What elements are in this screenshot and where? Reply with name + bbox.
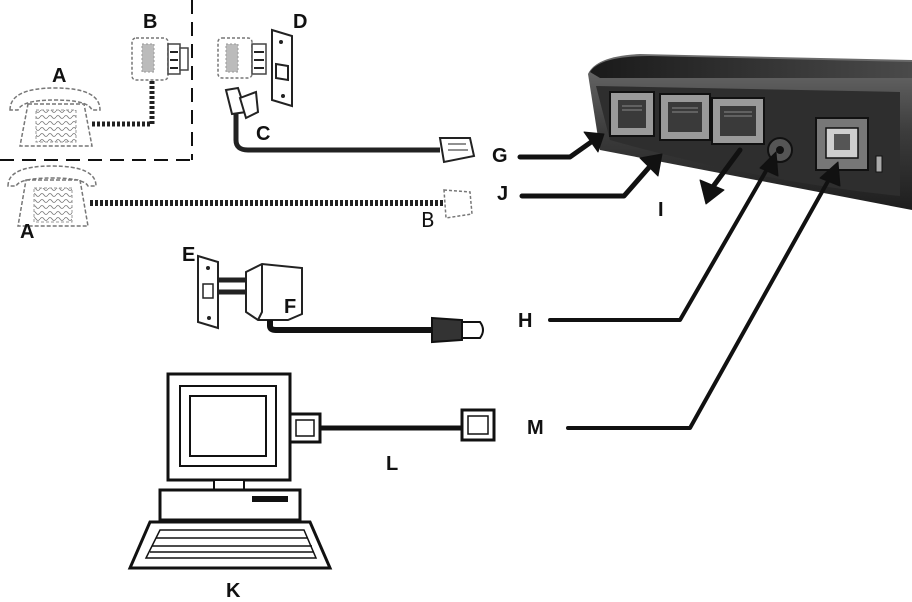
label-d: D — [293, 11, 308, 33]
desktop-computer-icon — [127, 372, 333, 570]
label-m: M — [527, 417, 544, 439]
label-h: H — [518, 310, 533, 332]
phone-port-aux — [711, 97, 765, 145]
label-b-top: B — [143, 11, 158, 33]
phone-plug-adapter-icon — [443, 189, 473, 219]
leader-lines — [517, 131, 841, 430]
modem-rear-panel — [588, 54, 912, 210]
power-adapter-icon — [197, 254, 484, 344]
label-b-bottom: B — [421, 208, 435, 232]
telephone-icon — [9, 87, 101, 147]
label-k: K — [226, 580, 241, 602]
label-a-bottom: A — [20, 221, 35, 243]
label-f: F — [284, 296, 297, 318]
label-j: J — [497, 183, 509, 205]
phone-plug-adapter-icon — [131, 37, 189, 81]
phone-port-line — [609, 91, 655, 137]
label-l: L — [386, 453, 399, 475]
usb-port — [815, 117, 869, 171]
label-a-top: A — [52, 65, 67, 87]
label-e: E — [182, 244, 196, 266]
label-i: I — [658, 199, 664, 221]
label-c: C — [256, 123, 271, 145]
usb-cable-icon — [288, 408, 496, 444]
phone-port-tel — [659, 93, 711, 141]
phone-cable-icon — [224, 86, 476, 164]
telephone-icon — [7, 165, 97, 227]
label-g: G — [492, 145, 508, 167]
separator-lines — [0, 0, 193, 161]
wall-socket-icon — [217, 28, 293, 108]
